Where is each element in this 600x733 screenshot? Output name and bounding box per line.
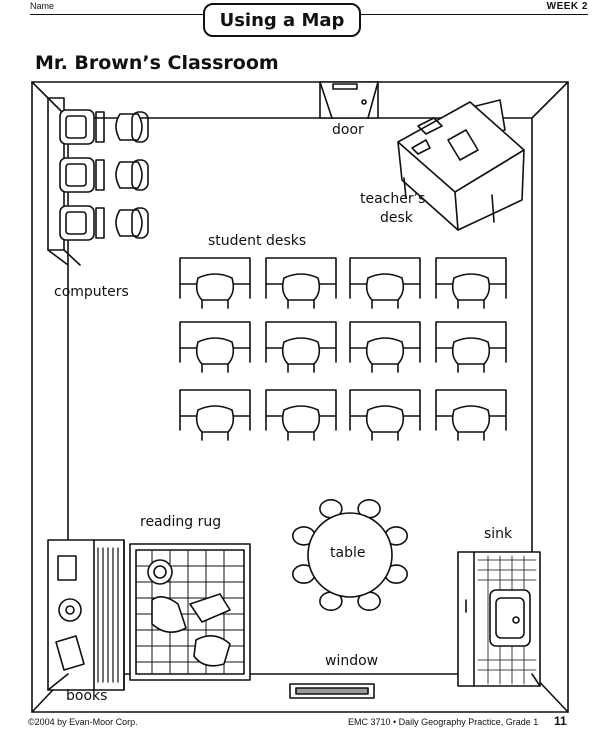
- student-desks: [179, 257, 507, 441]
- door: [319, 81, 379, 119]
- page-title: Using a Map: [203, 3, 361, 37]
- week-label: WEEK 2: [546, 1, 588, 12]
- computers-label: computers: [54, 284, 129, 300]
- series-info: EMC 3710 • Daily Geography Practice, Gra…: [348, 717, 539, 727]
- computer-2: [59, 157, 149, 193]
- door-label: door: [332, 122, 364, 138]
- computer-3: [59, 205, 149, 241]
- table-top: [307, 512, 393, 598]
- sink-label: sink: [484, 526, 513, 542]
- student-desk: [349, 257, 421, 309]
- teachers-desk: [397, 99, 525, 231]
- student-desk: [265, 321, 337, 373]
- round-table: [291, 498, 409, 612]
- teachers-desk-label-line2: desk: [380, 210, 413, 226]
- computer-1: [59, 109, 149, 145]
- copyright: ©2004 by Evan-Moor Corp.: [28, 717, 138, 727]
- student-desk: [179, 257, 251, 309]
- window-label: window: [325, 653, 379, 669]
- student-desk: [349, 389, 421, 441]
- student-desk: [435, 321, 507, 373]
- student-desk: [179, 321, 251, 373]
- student-desk: [179, 389, 251, 441]
- books-label: books: [66, 688, 108, 704]
- reading-rug: [129, 543, 251, 681]
- student-desk: [435, 389, 507, 441]
- student-desk: [349, 321, 421, 373]
- student-desks-label: student desks: [208, 233, 307, 249]
- window: [289, 683, 375, 699]
- name-label: Name: [30, 1, 55, 11]
- map-title: Mr. Brown’s Classroom: [35, 52, 279, 74]
- room-walls: [31, 81, 569, 713]
- page-title-text: Using a Map: [219, 9, 345, 31]
- sink-counter: [457, 551, 541, 687]
- teachers-desk-label-line1: teacher’s: [360, 191, 426, 207]
- student-desk: [265, 257, 337, 309]
- computer-station: [47, 97, 149, 266]
- bookshelf: [47, 539, 125, 691]
- student-desk: [265, 389, 337, 441]
- reading-rug-label: reading rug: [140, 514, 222, 530]
- table-label: table: [330, 545, 366, 561]
- student-desk: [435, 257, 507, 309]
- page-number: 11: [554, 714, 567, 728]
